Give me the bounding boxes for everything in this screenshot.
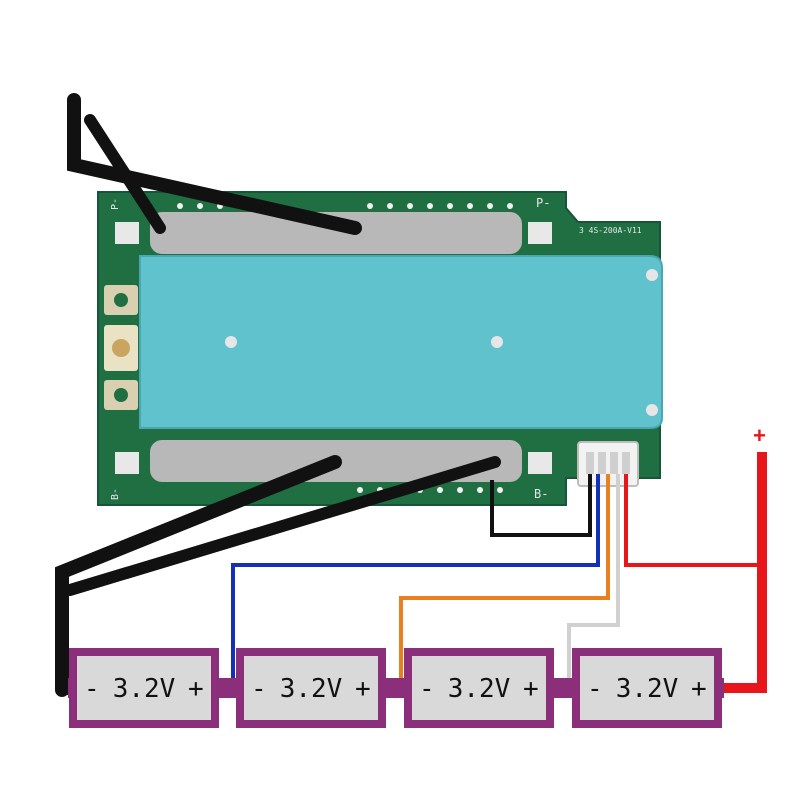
- cell-link-1-2: [215, 678, 240, 698]
- cell-terminal-right: [716, 678, 724, 698]
- positive-symbol: +: [753, 423, 766, 448]
- wire-white: [567, 474, 620, 690]
- pad-p-right: [528, 222, 552, 244]
- b-minus-cable-2: [64, 456, 501, 596]
- cell-link-2-3: [382, 678, 408, 698]
- bms-board: 3 4S-200A-V11 P- B- P- B-: [97, 191, 663, 506]
- screw-4: [646, 404, 658, 416]
- solder-strip-top: [150, 212, 522, 254]
- balance-connector-pins: [586, 452, 630, 474]
- p-side-label: P-: [110, 198, 121, 210]
- wire-black: [490, 474, 592, 537]
- cell-terminal-left: [68, 678, 76, 698]
- cell-1-minus: -: [84, 674, 100, 704]
- cell-1-voltage: 3.2V: [113, 674, 176, 704]
- cell-3-plus: +: [523, 674, 539, 704]
- balance-wires: [62, 452, 767, 695]
- cell-1: - 3.2V +: [69, 648, 219, 728]
- wire-red-balance: [624, 474, 762, 567]
- cell-3-minus: -: [419, 674, 435, 704]
- cell-4-minus: -: [587, 674, 603, 704]
- wire-blue: [231, 474, 600, 690]
- cell-1-plus: +: [188, 674, 204, 704]
- cell-link-3-4: [550, 678, 576, 698]
- b-minus-cable: [55, 455, 342, 697]
- cell-2-voltage: 3.2V: [280, 674, 343, 704]
- pad-b-bottom-right: [528, 452, 552, 474]
- screw-3: [646, 269, 658, 281]
- main-cables: [55, 93, 501, 697]
- cell-2-minus: -: [251, 674, 267, 704]
- heatsink: [139, 255, 663, 429]
- model-label: 3 4S-200A-V11: [579, 226, 642, 235]
- p-minus-cable-2: [84, 114, 166, 234]
- hole-2: [112, 339, 130, 357]
- b-side-label: B-: [110, 488, 121, 500]
- wire-red-main: [718, 452, 767, 693]
- cell-2-plus: +: [355, 674, 371, 704]
- cell-links: [68, 678, 724, 698]
- pad-b-bottom-left: [115, 452, 139, 474]
- cell-4-plus: +: [691, 674, 707, 704]
- b-minus-label: B-: [534, 487, 548, 501]
- cell-4: - 3.2V +: [572, 648, 722, 728]
- cell-4-voltage: 3.2V: [616, 674, 679, 704]
- p-minus-cable: [67, 93, 362, 235]
- screw-2: [491, 336, 503, 348]
- cell-3-voltage: 3.2V: [448, 674, 511, 704]
- hole-3: [114, 388, 128, 402]
- cell-3: - 3.2V +: [404, 648, 554, 728]
- pad-p-top: [115, 222, 139, 244]
- hole-1: [114, 293, 128, 307]
- wire-orange: [399, 474, 610, 690]
- cell-2: - 3.2V +: [236, 648, 386, 728]
- p-minus-label: P-: [536, 196, 550, 210]
- screw-1: [225, 336, 237, 348]
